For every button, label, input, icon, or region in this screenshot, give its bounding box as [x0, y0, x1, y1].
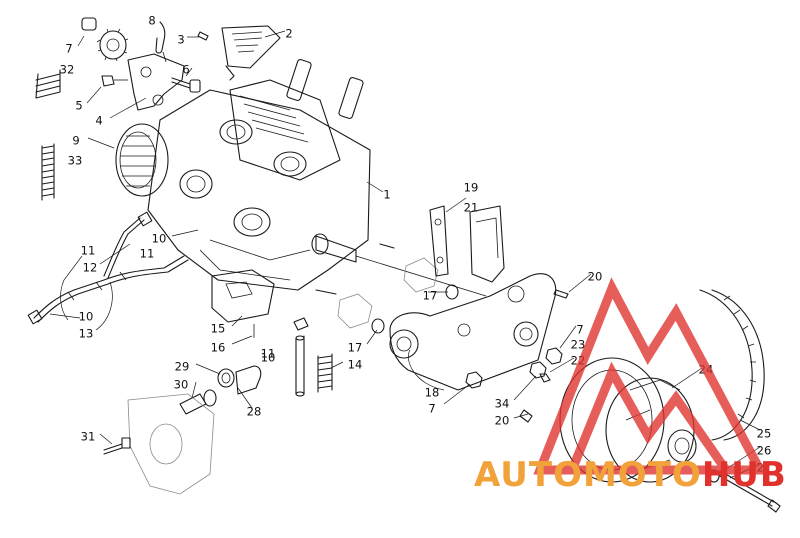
watermark-mountain-inner — [565, 361, 735, 475]
callout-c-15: 15 — [211, 322, 226, 336]
callout-c-23: 23 — [571, 338, 586, 352]
callout-c-13: 13 — [79, 327, 94, 341]
part-17-washers — [315, 243, 459, 334]
callout-c-18: 18 — [425, 386, 440, 400]
callout-c-21: 21 — [464, 201, 479, 215]
callout-c-7c: 7 — [428, 402, 435, 416]
callout-c-11c: 11 — [261, 347, 276, 361]
callout-c-8a: 8 — [148, 14, 155, 28]
callout-c-3: 3 — [177, 33, 184, 47]
watermark-brand-red: HUB — [702, 455, 787, 495]
callout-c-16: 16 — [211, 341, 226, 355]
callout-c-9: 9 — [72, 134, 79, 148]
callout-c-19: 19 — [464, 181, 479, 195]
callout-c-7b: 7 — [576, 323, 583, 337]
part-28-mount — [217, 365, 262, 395]
callout-c-25: 25 — [757, 427, 772, 441]
part-33-spring — [41, 143, 55, 201]
callout-c-11a: 11 — [81, 244, 96, 258]
part-3-bolt — [197, 31, 209, 41]
callout-c-28: 28 — [247, 405, 262, 419]
callout-c-33: 33 — [68, 154, 83, 168]
callout-c-17a: 17 — [423, 289, 438, 303]
callout-c-10c: 10 — [261, 351, 276, 365]
callout-c-10b: 10 — [79, 310, 94, 324]
part-7-gear — [81, 17, 129, 62]
part-30-bushing — [179, 389, 217, 415]
part-31-plate — [103, 393, 215, 495]
part-14-spring — [317, 353, 333, 393]
part-27-bolt — [708, 469, 781, 513]
callout-c-32: 32 — [60, 63, 75, 77]
part-15-pump — [211, 269, 275, 338]
callout-c-31: 31 — [81, 430, 96, 444]
callout-c-6: 6 — [182, 63, 189, 77]
callout-c-4: 4 — [95, 114, 102, 128]
callout-c-12: 12 — [83, 261, 98, 275]
callout-c-10a: 10 — [152, 232, 167, 246]
callout-c-1: 1 — [383, 188, 390, 202]
callout-c-26: 26 — [757, 444, 772, 458]
callout-c-34: 34 — [495, 397, 510, 411]
leader-lines — [49, 21, 761, 479]
part-8-clip — [155, 21, 167, 63]
watermark-brand-text: AUTOMOTOHUB — [474, 455, 787, 495]
callout-c-17b: 17 — [348, 341, 363, 355]
callout-c-20a: 20 — [588, 270, 603, 284]
callout-c-2: 2 — [285, 27, 292, 41]
part-4-bracket — [101, 53, 185, 111]
part-1-engine — [147, 59, 487, 297]
callout-c-11b: 11 — [140, 247, 155, 261]
part-25-belt — [699, 289, 765, 441]
part-19-bracket — [429, 205, 449, 277]
part-2-cover — [221, 25, 281, 81]
callout-c-5: 5 — [75, 99, 82, 113]
part-11-fuel-lines — [27, 211, 189, 325]
part-9-recoil — [115, 123, 169, 197]
watermark-mountain-outer — [533, 277, 768, 475]
callout-c-30: 30 — [174, 378, 189, 392]
part-7-nuts — [465, 347, 563, 389]
callout-c-14: 14 — [348, 358, 363, 372]
watermark-logo — [533, 277, 768, 475]
watermark-brand-orange: AUTOMOTO — [474, 455, 702, 495]
part-20-bolts — [519, 289, 569, 423]
part-21-bracket — [469, 205, 505, 283]
part-11-hose — [293, 317, 309, 397]
callout-c-7a: 7 — [65, 42, 72, 56]
callout-c-20b: 20 — [495, 414, 510, 428]
part-18-plate — [389, 273, 557, 391]
callout-c-29: 29 — [175, 360, 190, 374]
part-32-spring — [35, 69, 61, 99]
